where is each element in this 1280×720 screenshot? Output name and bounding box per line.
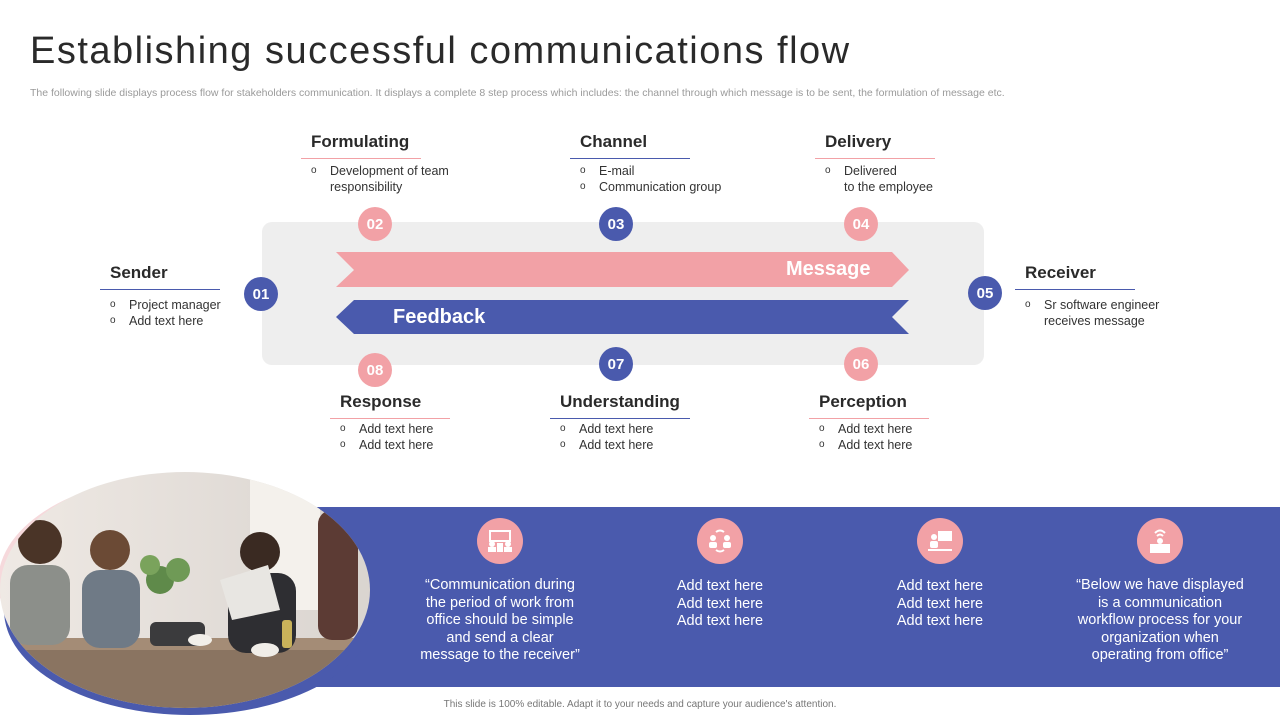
message-arrow: [336, 252, 909, 287]
bottom-band: [300, 507, 1280, 687]
step-number-07: 07: [599, 347, 633, 381]
step-number-02: 02: [358, 207, 392, 241]
flow-panel: [262, 222, 984, 365]
step-title-response: Response: [330, 392, 450, 419]
step-number-03: 03: [599, 207, 633, 241]
office-meeting-photo: [0, 472, 376, 715]
step-number-06: 06: [844, 347, 878, 381]
step-title-delivery: Delivery: [815, 132, 935, 159]
step-number-01: 01: [244, 277, 278, 311]
message-arrow-label: Message: [786, 258, 871, 280]
step-number-05: 05: [968, 276, 1002, 310]
feedback-arrow: [336, 300, 909, 334]
footer-note: This slide is 100% editable. Adapt it to…: [443, 699, 837, 710]
feedback-arrow-label: Feedback: [393, 306, 486, 328]
step-number-08: 08: [358, 353, 392, 387]
team-exchange-icon: [697, 518, 743, 564]
step-title-receiver: Receiver: [1015, 263, 1135, 290]
meeting-icon: [477, 518, 523, 564]
step-title-understanding: Understanding: [550, 392, 690, 419]
remote-worker-icon: [1137, 518, 1183, 564]
step-title-formulating: Formulating: [301, 132, 421, 159]
page-title: Establishing successful communications f…: [30, 30, 851, 72]
step-title-perception: Perception: [809, 392, 929, 419]
presentation-icon: [917, 518, 963, 564]
step-title-channel: Channel: [570, 132, 690, 159]
step-title-sender: Sender: [100, 263, 220, 290]
page-subtitle: The following slide displays process flo…: [30, 87, 1005, 99]
step-number-04: 04: [844, 207, 878, 241]
